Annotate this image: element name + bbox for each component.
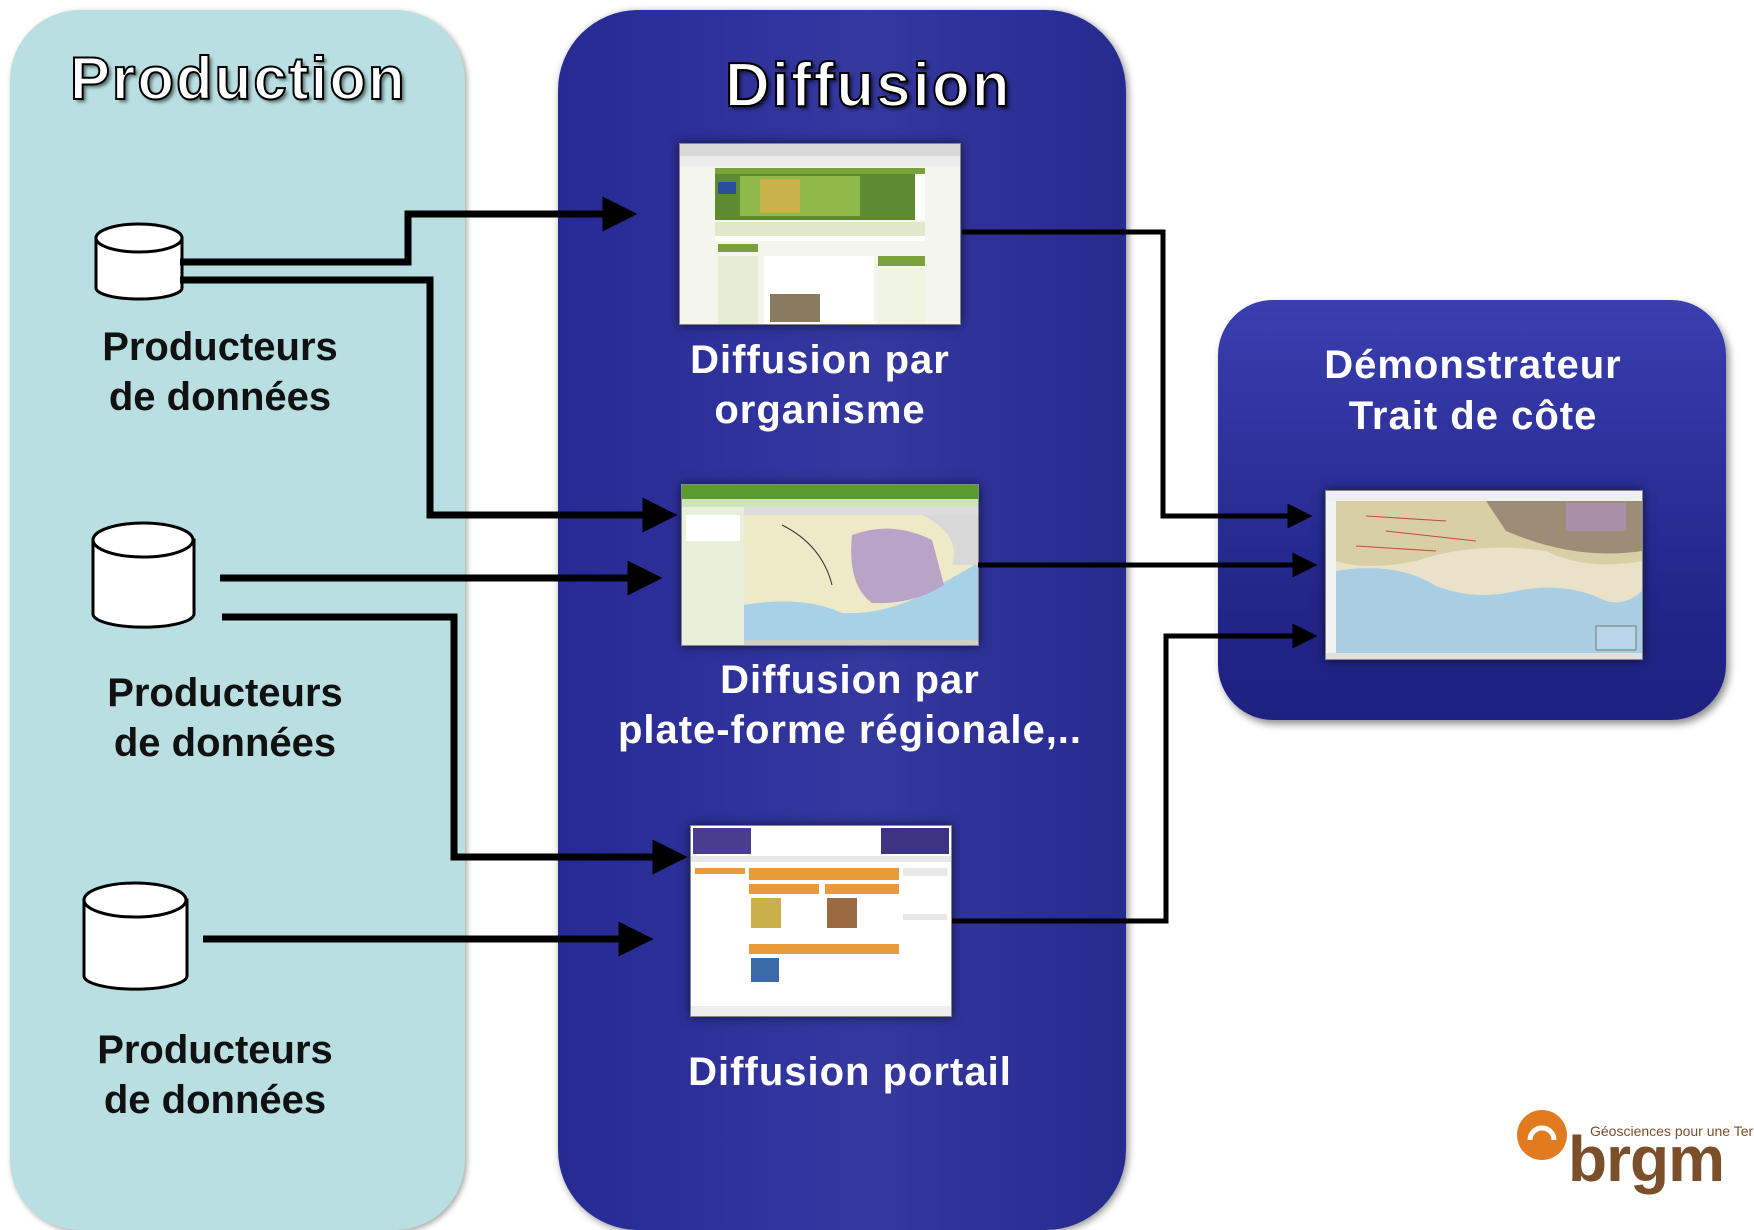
demonstrateur-label: Démonstrateur Trait de côte <box>1258 340 1688 442</box>
diffusion-plateforme-label: Diffusion par plate-forme régionale,.. <box>600 655 1100 755</box>
brgm-logo-circle <box>1517 1110 1567 1160</box>
producer-label-1: Producteurs de données <box>60 322 380 422</box>
plateforme-regionale-screenshot <box>682 485 978 645</box>
producer-label-1-line2: de données <box>108 375 332 419</box>
diffusion-portail-line1: Diffusion portail <box>688 1050 1012 1094</box>
demonstrateur-line2: Trait de côte <box>1348 394 1598 438</box>
arrow-portail-to-demonstrateur <box>952 623 1318 924</box>
producer-label-3: Producteurs de données <box>55 1025 375 1125</box>
producer-label-2-line1: Producteurs <box>107 671 343 715</box>
logo-wordmark: brgm <box>1568 1123 1725 1195</box>
producer-label-3-line2: de données <box>103 1078 327 1122</box>
thumbnail-portail <box>690 825 952 1017</box>
thumbnail-plateforme-regionale <box>681 484 979 646</box>
diffusion-plateforme-line1: Diffusion par <box>720 658 980 702</box>
database-icon-2 <box>91 521 196 629</box>
diffusion-plateforme-line2: plate-forme régionale,.. <box>617 708 1083 752</box>
database-icon-1 <box>94 222 184 301</box>
brgm-logo-mark <box>1517 1110 1567 1160</box>
arrow-connectors <box>180 196 1318 957</box>
logo-tagline: Géosciences pour une Terre durable <box>1590 1123 1754 1139</box>
diffusion-organisme-line2: organisme <box>714 388 926 432</box>
producer-label-2: Producteurs de données <box>65 668 385 768</box>
database-icon-3 <box>82 881 189 991</box>
portail-screenshot <box>691 826 951 1016</box>
diffusion-title: Diffusion <box>724 50 1012 121</box>
demonstrateur-map-screenshot <box>1326 491 1642 659</box>
thumbnail-organisme-website <box>679 143 961 325</box>
producer-label-2-line2: de données <box>113 721 337 765</box>
arrow-producer1-to-organisme <box>180 196 638 266</box>
demonstrateur-line1: Démonstrateur <box>1324 343 1622 387</box>
arrow-organisme-to-demonstrateur <box>962 229 1313 529</box>
diffusion-organisme-line1: Diffusion par <box>690 338 950 382</box>
organisme-website-screenshot <box>680 144 960 324</box>
diffusion-portail-label: Diffusion portail <box>640 1047 1060 1097</box>
producer-label-3-line1: Producteurs <box>97 1028 333 1072</box>
diffusion-organisme-label: Diffusion par organisme <box>660 335 980 435</box>
database-icons <box>82 222 196 991</box>
thumbnail-demonstrateur-map <box>1325 490 1643 660</box>
producer-label-1-line1: Producteurs <box>102 325 338 369</box>
production-title: Production <box>69 44 407 113</box>
arrow-producer2-to-portail <box>222 613 688 875</box>
arrow-producer1-to-plateforme <box>180 276 678 533</box>
